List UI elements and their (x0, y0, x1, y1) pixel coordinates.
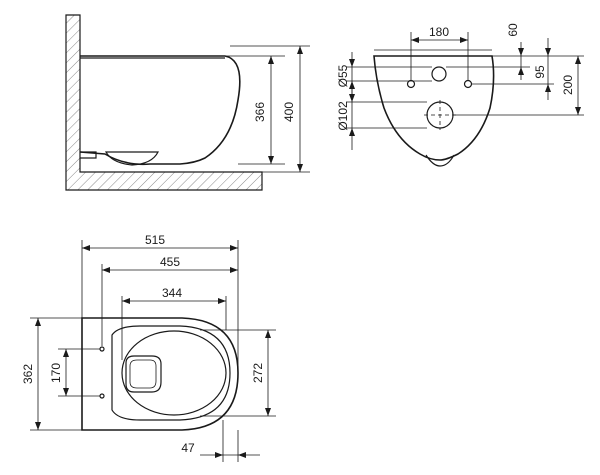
bolt-hole-left (406, 79, 416, 89)
dim-515-label: 515 (145, 233, 165, 247)
dim-366-label: 366 (253, 102, 267, 122)
inlet-hole-55 (431, 66, 447, 82)
bowl-side-outline (79, 55, 241, 166)
top-bolt-hole-top (99, 346, 105, 352)
bowl-rear-outline (373, 55, 495, 161)
outlet-rear (425, 154, 455, 167)
drain-rect (125, 355, 162, 393)
dim-170-label: 170 (49, 363, 63, 383)
top-view: 515 455 344 362 170 272 (21, 233, 276, 462)
dim-400-label: 400 (282, 102, 296, 122)
top-bolt-hole-bottom (99, 393, 105, 399)
bowl-opening (121, 330, 227, 416)
dim-362-label: 362 (21, 364, 35, 384)
mount-bracket (80, 151, 97, 159)
dim-dia102-label: Ø102 (336, 101, 350, 131)
dim-dia55-label: Ø55 (336, 64, 350, 87)
dim-180-label: 180 (429, 25, 449, 39)
dim-344-label: 344 (162, 286, 182, 300)
dim-455-label: 455 (160, 255, 180, 269)
rear-view: 180 60 95 200 Ø55 Ø102 (336, 23, 584, 167)
dim-272-label: 272 (251, 363, 265, 383)
dim-60-label: 60 (506, 23, 520, 37)
dim-95-label: 95 (533, 65, 547, 79)
seat-ring (111, 325, 231, 421)
dim-200-label: 200 (561, 75, 575, 95)
dim-47-label: 47 (181, 441, 195, 455)
side-view: 366 400 (65, 14, 310, 191)
outlet-shape (104, 151, 159, 166)
bolt-hole-right (463, 79, 473, 89)
